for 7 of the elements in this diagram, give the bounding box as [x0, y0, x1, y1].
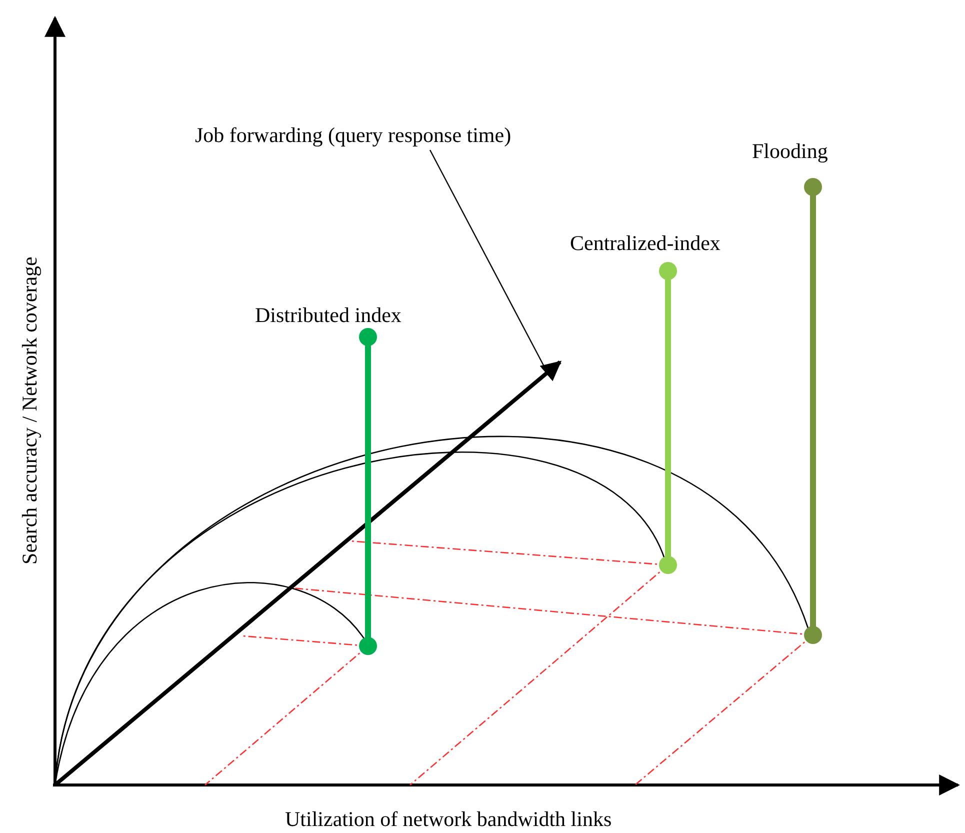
bar-label: Centralized-index: [570, 232, 720, 256]
axis-label: Search accuracy / Network coverage: [18, 256, 42, 564]
callout-label: Job forwarding (query response time): [195, 124, 512, 148]
bar-label: Flooding: [752, 140, 828, 164]
bar-label: Distributed index: [255, 304, 402, 328]
diagonal-arrow: [54, 360, 562, 787]
axis-label: Utilization of network bandwidth links: [285, 808, 612, 832]
